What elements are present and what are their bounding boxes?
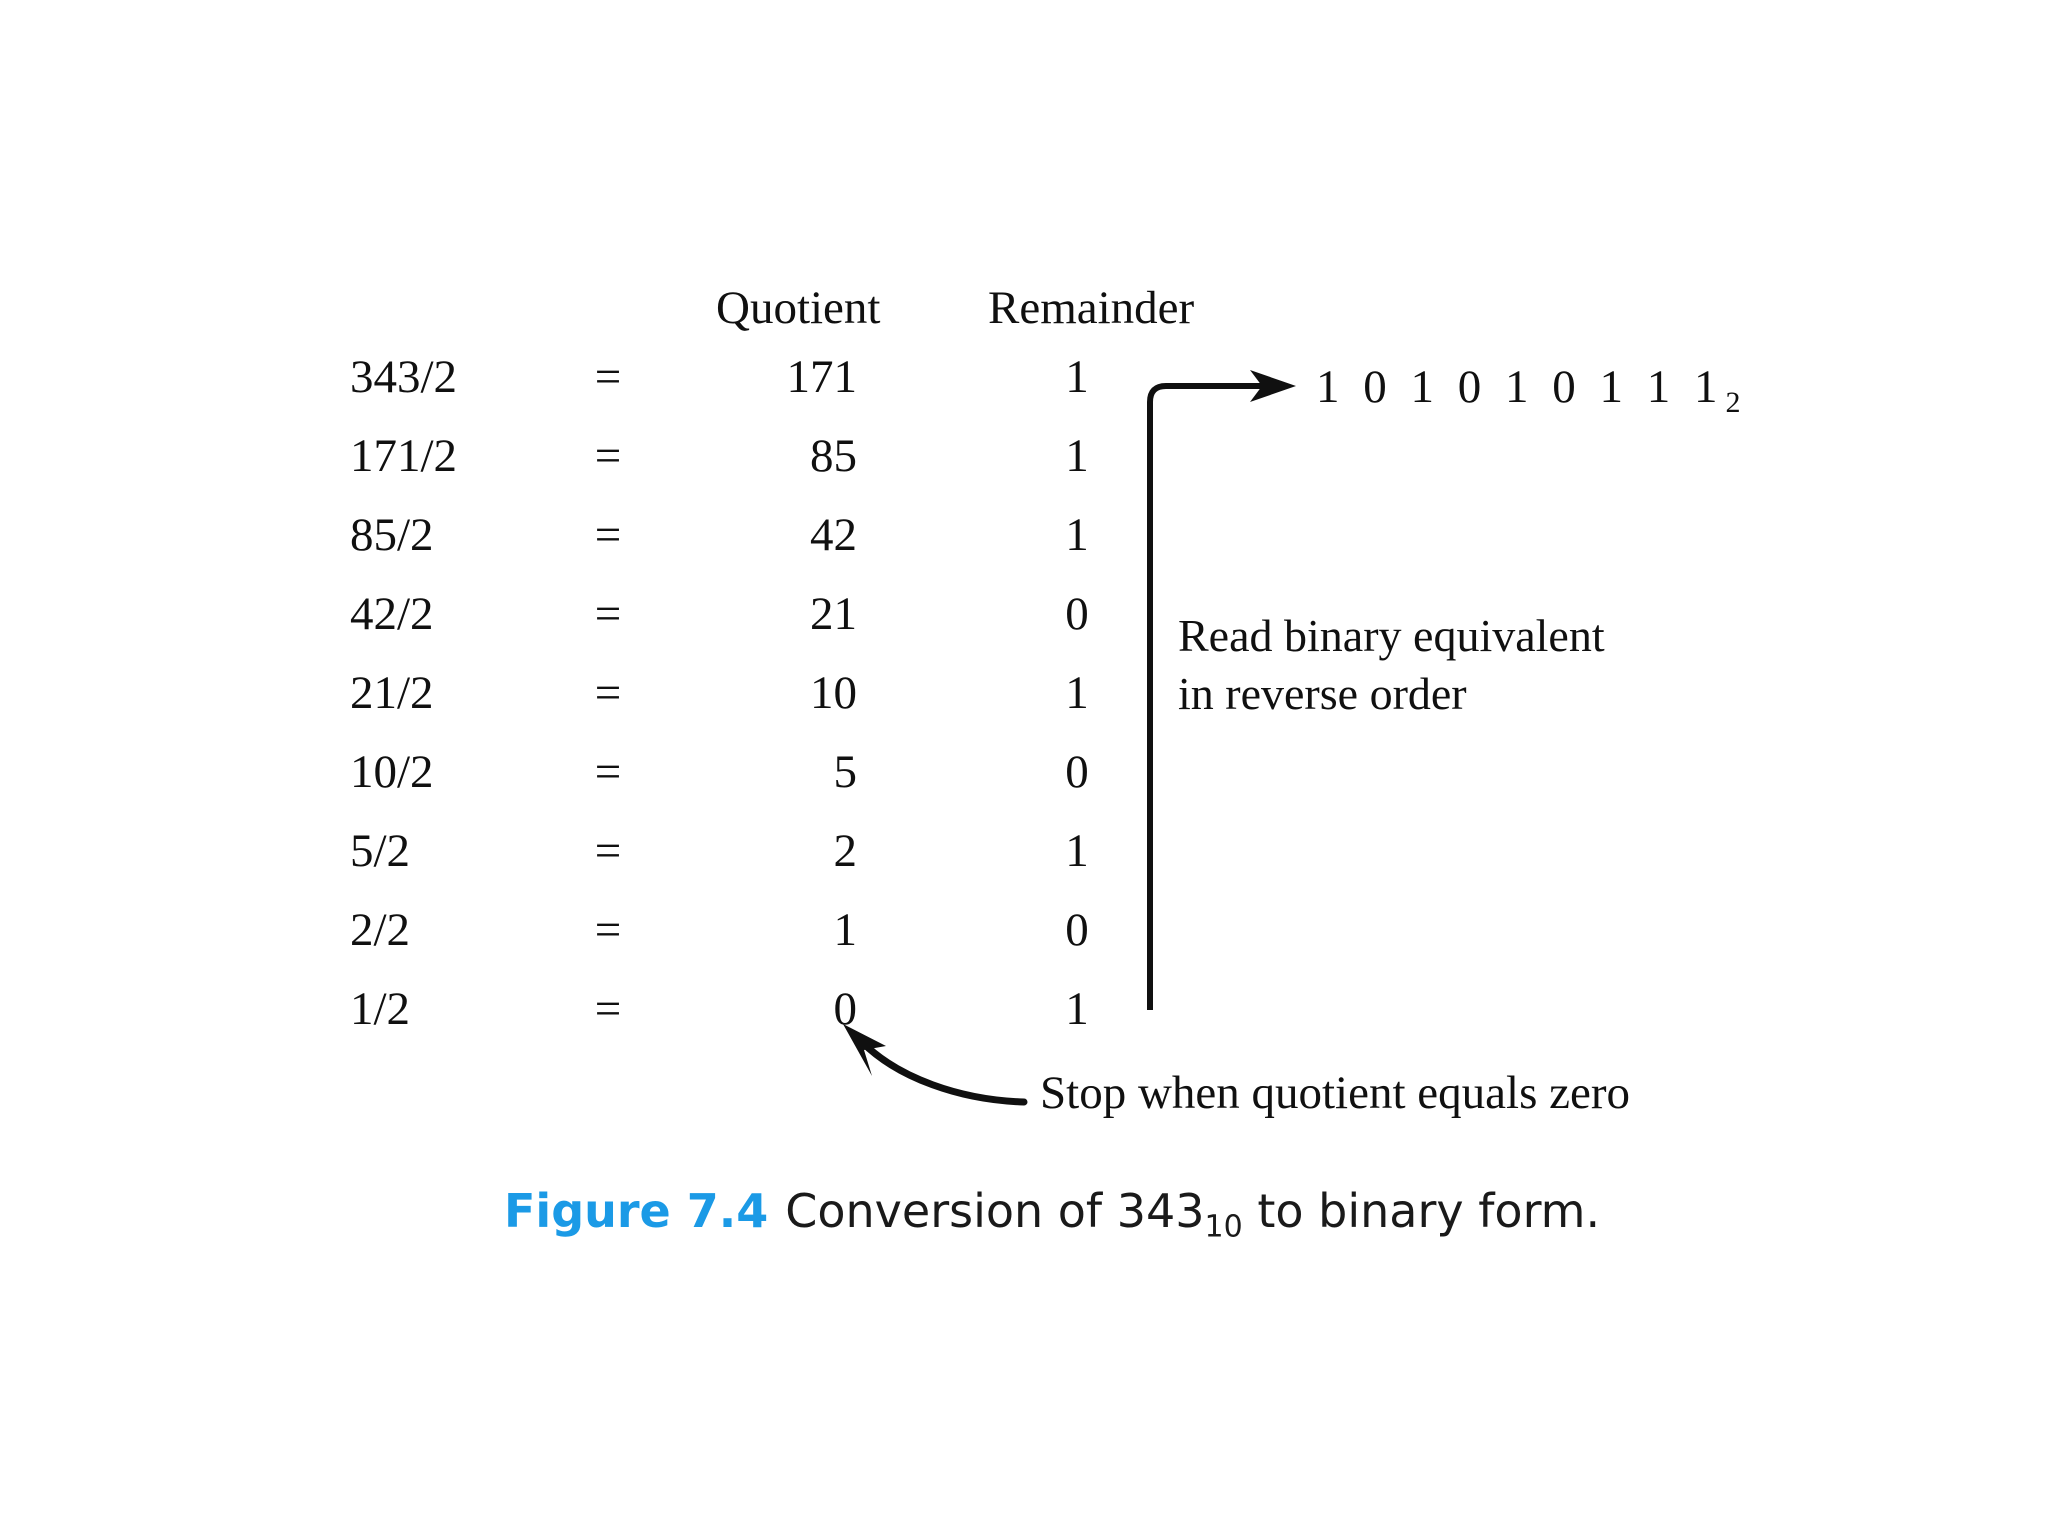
division-expression: 5/2: [350, 825, 411, 877]
table-row: 343/2 = 171 1: [0, 351, 1200, 434]
table-row: 1/2 = 0 1: [0, 983, 1200, 1066]
quotient-value: 42: [810, 509, 857, 561]
table-row: 5/2 = 2 1: [0, 825, 1200, 908]
quotient-value: 5: [833, 746, 858, 798]
equals-sign: =: [594, 904, 622, 956]
division-expression: 171/2: [350, 430, 458, 482]
division-expression: 85/2: [350, 509, 434, 561]
remainder-value: 1: [1065, 825, 1089, 877]
remainder-value: 0: [1065, 746, 1089, 798]
table-row: 2/2 = 1 0: [0, 904, 1200, 987]
figure-caption-text-after: to binary form.: [1242, 1184, 1601, 1238]
quotient-value: 1: [833, 904, 858, 956]
equals-sign: =: [594, 825, 622, 877]
read-reverse-note-line2: in reverse order: [1178, 668, 1467, 719]
equals-sign: =: [594, 351, 622, 403]
column-header-remainder: Remainder: [988, 282, 1195, 334]
quotient-value: 85: [810, 430, 857, 482]
equals-sign: =: [594, 746, 622, 798]
binary-base-subscript: 2: [1725, 386, 1741, 420]
remainder-value: 1: [1065, 351, 1089, 403]
division-expression: 21/2: [350, 667, 434, 719]
quotient-value: 171: [786, 351, 858, 403]
equals-sign: =: [594, 667, 622, 719]
remainder-value: 0: [1065, 904, 1089, 956]
figure-number-label: Figure 7.4: [504, 1184, 769, 1238]
remainder-value: 1: [1065, 983, 1089, 1035]
read-reverse-note-line1: Read binary equivalent: [1178, 610, 1605, 661]
division-expression: 343/2: [350, 351, 458, 403]
read-reverse-note: Read binary equivalent in reverse order: [1178, 607, 1605, 723]
table-row: 85/2 = 42 1: [0, 509, 1200, 592]
quotient-value: 10: [810, 667, 857, 719]
stop-condition-note: Stop when quotient equals zero: [1040, 1067, 1630, 1119]
figure-caption-subscript: 10: [1204, 1209, 1243, 1245]
binary-result: 1 0 1 0 1 0 1 1 12: [1316, 364, 1741, 425]
division-table: 343/2 = 171 1 171/2 = 85 1 85/2 = 42 1 4…: [0, 351, 1200, 1066]
figure-caption: Figure 7.4 Conversion of 34310 to binary …: [504, 1183, 1600, 1256]
division-expression: 42/2: [350, 588, 434, 640]
equals-sign: =: [594, 509, 622, 561]
binary-digits: 1 0 1 0 1 0 1 1 1: [1316, 361, 1724, 413]
division-expression: 10/2: [350, 746, 434, 798]
quotient-value: 21: [810, 588, 857, 640]
quotient-value: 2: [833, 825, 858, 877]
column-header-quotient: Quotient: [716, 282, 881, 334]
remainder-value: 0: [1065, 588, 1089, 640]
quotient-value: 0: [833, 983, 858, 1035]
table-row: 42/2 = 21 0: [0, 588, 1200, 671]
arrow-head-right-icon: [1250, 370, 1296, 402]
equals-sign: =: [594, 588, 622, 640]
division-expression: 2/2: [350, 904, 411, 956]
equals-sign: =: [594, 983, 622, 1035]
table-row: 10/2 = 5 0: [0, 746, 1200, 829]
division-expression: 1/2: [350, 983, 411, 1035]
remainder-value: 1: [1065, 667, 1089, 719]
table-row: 171/2 = 85 1: [0, 430, 1200, 513]
remainder-value: 1: [1065, 430, 1089, 482]
table-row: 21/2 = 10 1: [0, 667, 1200, 750]
figure-caption-text-before: Conversion of 343: [785, 1184, 1205, 1238]
equals-sign: =: [594, 430, 622, 482]
remainder-value: 1: [1065, 509, 1089, 561]
